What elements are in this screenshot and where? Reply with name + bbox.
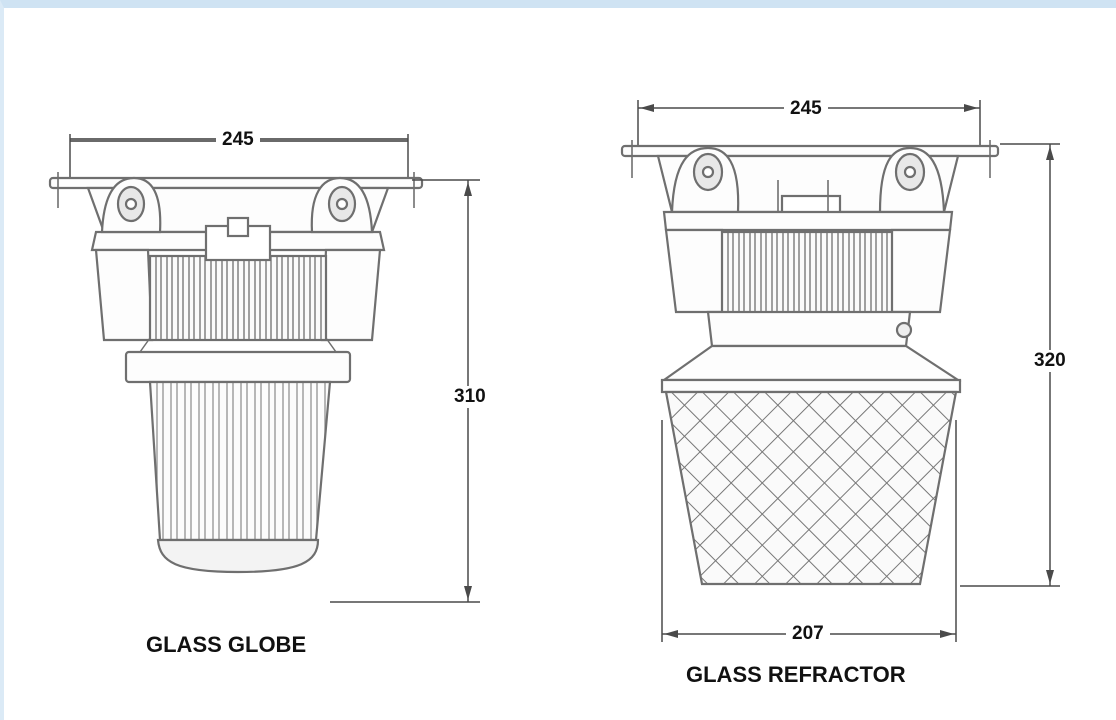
left-height-label: 310: [448, 386, 492, 408]
left-width-label: 245: [216, 129, 260, 151]
glass-refractor-fixture: [620, 100, 1060, 642]
glass-globe-caption: GLASS GLOBE: [146, 632, 307, 657]
glass-globe-fixture: [48, 134, 480, 603]
glass-refractor-caption: GLASS REFRACTOR: [686, 662, 906, 687]
right-bottom-label: 207: [786, 623, 830, 645]
right-width-label: 245: [784, 98, 828, 120]
right-height-label: 320: [1028, 350, 1072, 372]
